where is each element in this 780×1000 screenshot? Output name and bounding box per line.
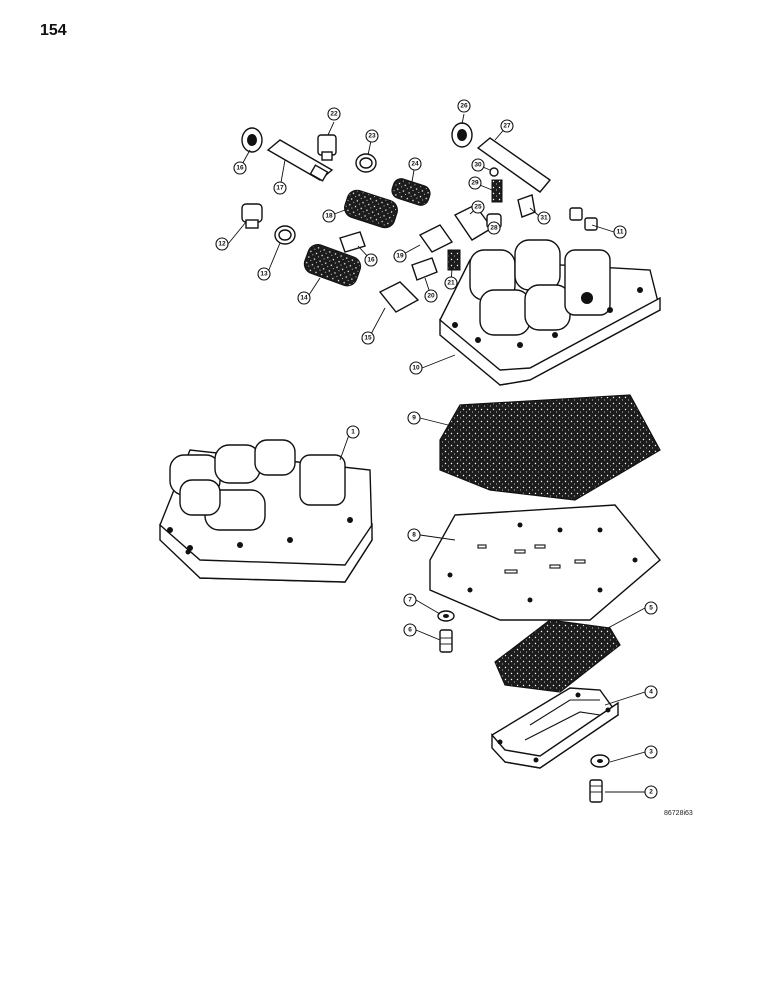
valve-28 — [476, 137, 552, 193]
seal-27 — [451, 122, 473, 148]
callout-label: 28 — [490, 225, 498, 232]
callout: 22 — [327, 107, 341, 121]
callout-label: 27 — [503, 123, 511, 130]
callout: 4 — [644, 685, 658, 699]
ball-31 — [489, 167, 499, 177]
callout-label: 13 — [260, 271, 268, 278]
callout: 24 — [408, 157, 422, 171]
callout-label: 20 — [427, 293, 435, 300]
callout: 11 — [613, 225, 627, 239]
callout-label: 24 — [411, 161, 419, 168]
washer-13 — [274, 225, 296, 245]
callout: 2 — [644, 785, 658, 799]
valve-15 — [378, 281, 420, 313]
callout: 17 — [273, 181, 287, 195]
callout: 21 — [444, 276, 458, 290]
plug-12 — [241, 203, 263, 229]
callout: 9 — [407, 411, 421, 425]
callout: 29 — [468, 176, 482, 190]
callout-label: 8 — [412, 532, 416, 539]
valve-20 — [418, 224, 454, 253]
callout-label: 10 — [412, 365, 420, 372]
callout: 13 — [257, 267, 271, 281]
callout-label: 14 — [300, 295, 308, 302]
callout-label: 26 — [460, 103, 468, 110]
callout: 19 — [393, 249, 407, 263]
page-number: 154 — [40, 22, 67, 39]
callout-label: 6 — [408, 627, 412, 634]
plug-11 — [569, 207, 598, 231]
callout: 30 — [471, 158, 485, 172]
callout-label: 30 — [474, 162, 482, 169]
callout: 28 — [487, 221, 501, 235]
callout-label: 12 — [218, 241, 226, 248]
callout: 7 — [403, 593, 417, 607]
clip-32 — [517, 194, 536, 218]
spring-22 — [447, 249, 461, 271]
seal-18 — [241, 127, 263, 153]
callout-label: 9 — [412, 415, 416, 422]
callout: 25 — [471, 200, 485, 214]
valve-17 — [266, 139, 334, 182]
callout-label: 4 — [649, 689, 653, 696]
callout: 20 — [424, 289, 438, 303]
small-gasket — [494, 619, 621, 693]
callout-label: 23 — [368, 133, 376, 140]
callout: 12 — [215, 237, 229, 251]
spring-25 — [391, 178, 431, 206]
callout-label: 31 — [540, 215, 548, 222]
callout-label: 25 — [474, 204, 482, 211]
callout-label: 17 — [276, 185, 284, 192]
callout: 3 — [644, 745, 658, 759]
bolt-2 — [589, 779, 603, 803]
gasket — [439, 394, 661, 501]
clip-21 — [411, 257, 438, 281]
plug-23 — [317, 134, 337, 161]
spring-30 — [491, 179, 503, 203]
spring-19 — [344, 189, 398, 229]
figure-reference: 86728i63 — [664, 810, 693, 817]
callout-label: 21 — [447, 280, 455, 287]
callout-label: 18 — [325, 213, 333, 220]
callout-label: 1 — [351, 429, 355, 436]
callout-label: 29 — [471, 180, 479, 187]
callout: 16 — [233, 161, 247, 175]
callout-label: 22 — [330, 111, 338, 118]
callout-label: 15 — [364, 335, 372, 342]
callout: 26 — [457, 99, 471, 113]
valve-body-assembly — [159, 439, 373, 583]
callout: 10 — [409, 361, 423, 375]
callout-label: 19 — [396, 253, 404, 260]
callout-label: 5 — [649, 605, 653, 612]
cover-plate — [491, 687, 619, 769]
bolt-6 — [439, 629, 453, 653]
separator-plate — [429, 504, 661, 621]
callout: 18 — [322, 209, 336, 223]
callout: 27 — [500, 119, 514, 133]
callout: 31 — [537, 211, 551, 225]
upper-valve-body — [439, 239, 661, 386]
callout-label: 3 — [649, 749, 653, 756]
callout-label: 16 — [367, 257, 375, 264]
washer-7 — [437, 610, 455, 622]
callout-label: 11 — [617, 229, 624, 236]
callout: 5 — [644, 601, 658, 615]
washer-3 — [590, 754, 610, 768]
callout: 1 — [346, 425, 360, 439]
callout: 6 — [403, 623, 417, 637]
callout: 14 — [297, 291, 311, 305]
callout: 8 — [407, 528, 421, 542]
callout-label: 16 — [236, 165, 244, 172]
callout-label: 7 — [408, 597, 412, 604]
callout: 23 — [365, 129, 379, 143]
callout-label: 2 — [649, 789, 653, 796]
washer-24 — [355, 153, 377, 173]
spring-14 — [303, 243, 362, 287]
callout: 15 — [361, 331, 375, 345]
callout: 16 — [364, 253, 378, 267]
